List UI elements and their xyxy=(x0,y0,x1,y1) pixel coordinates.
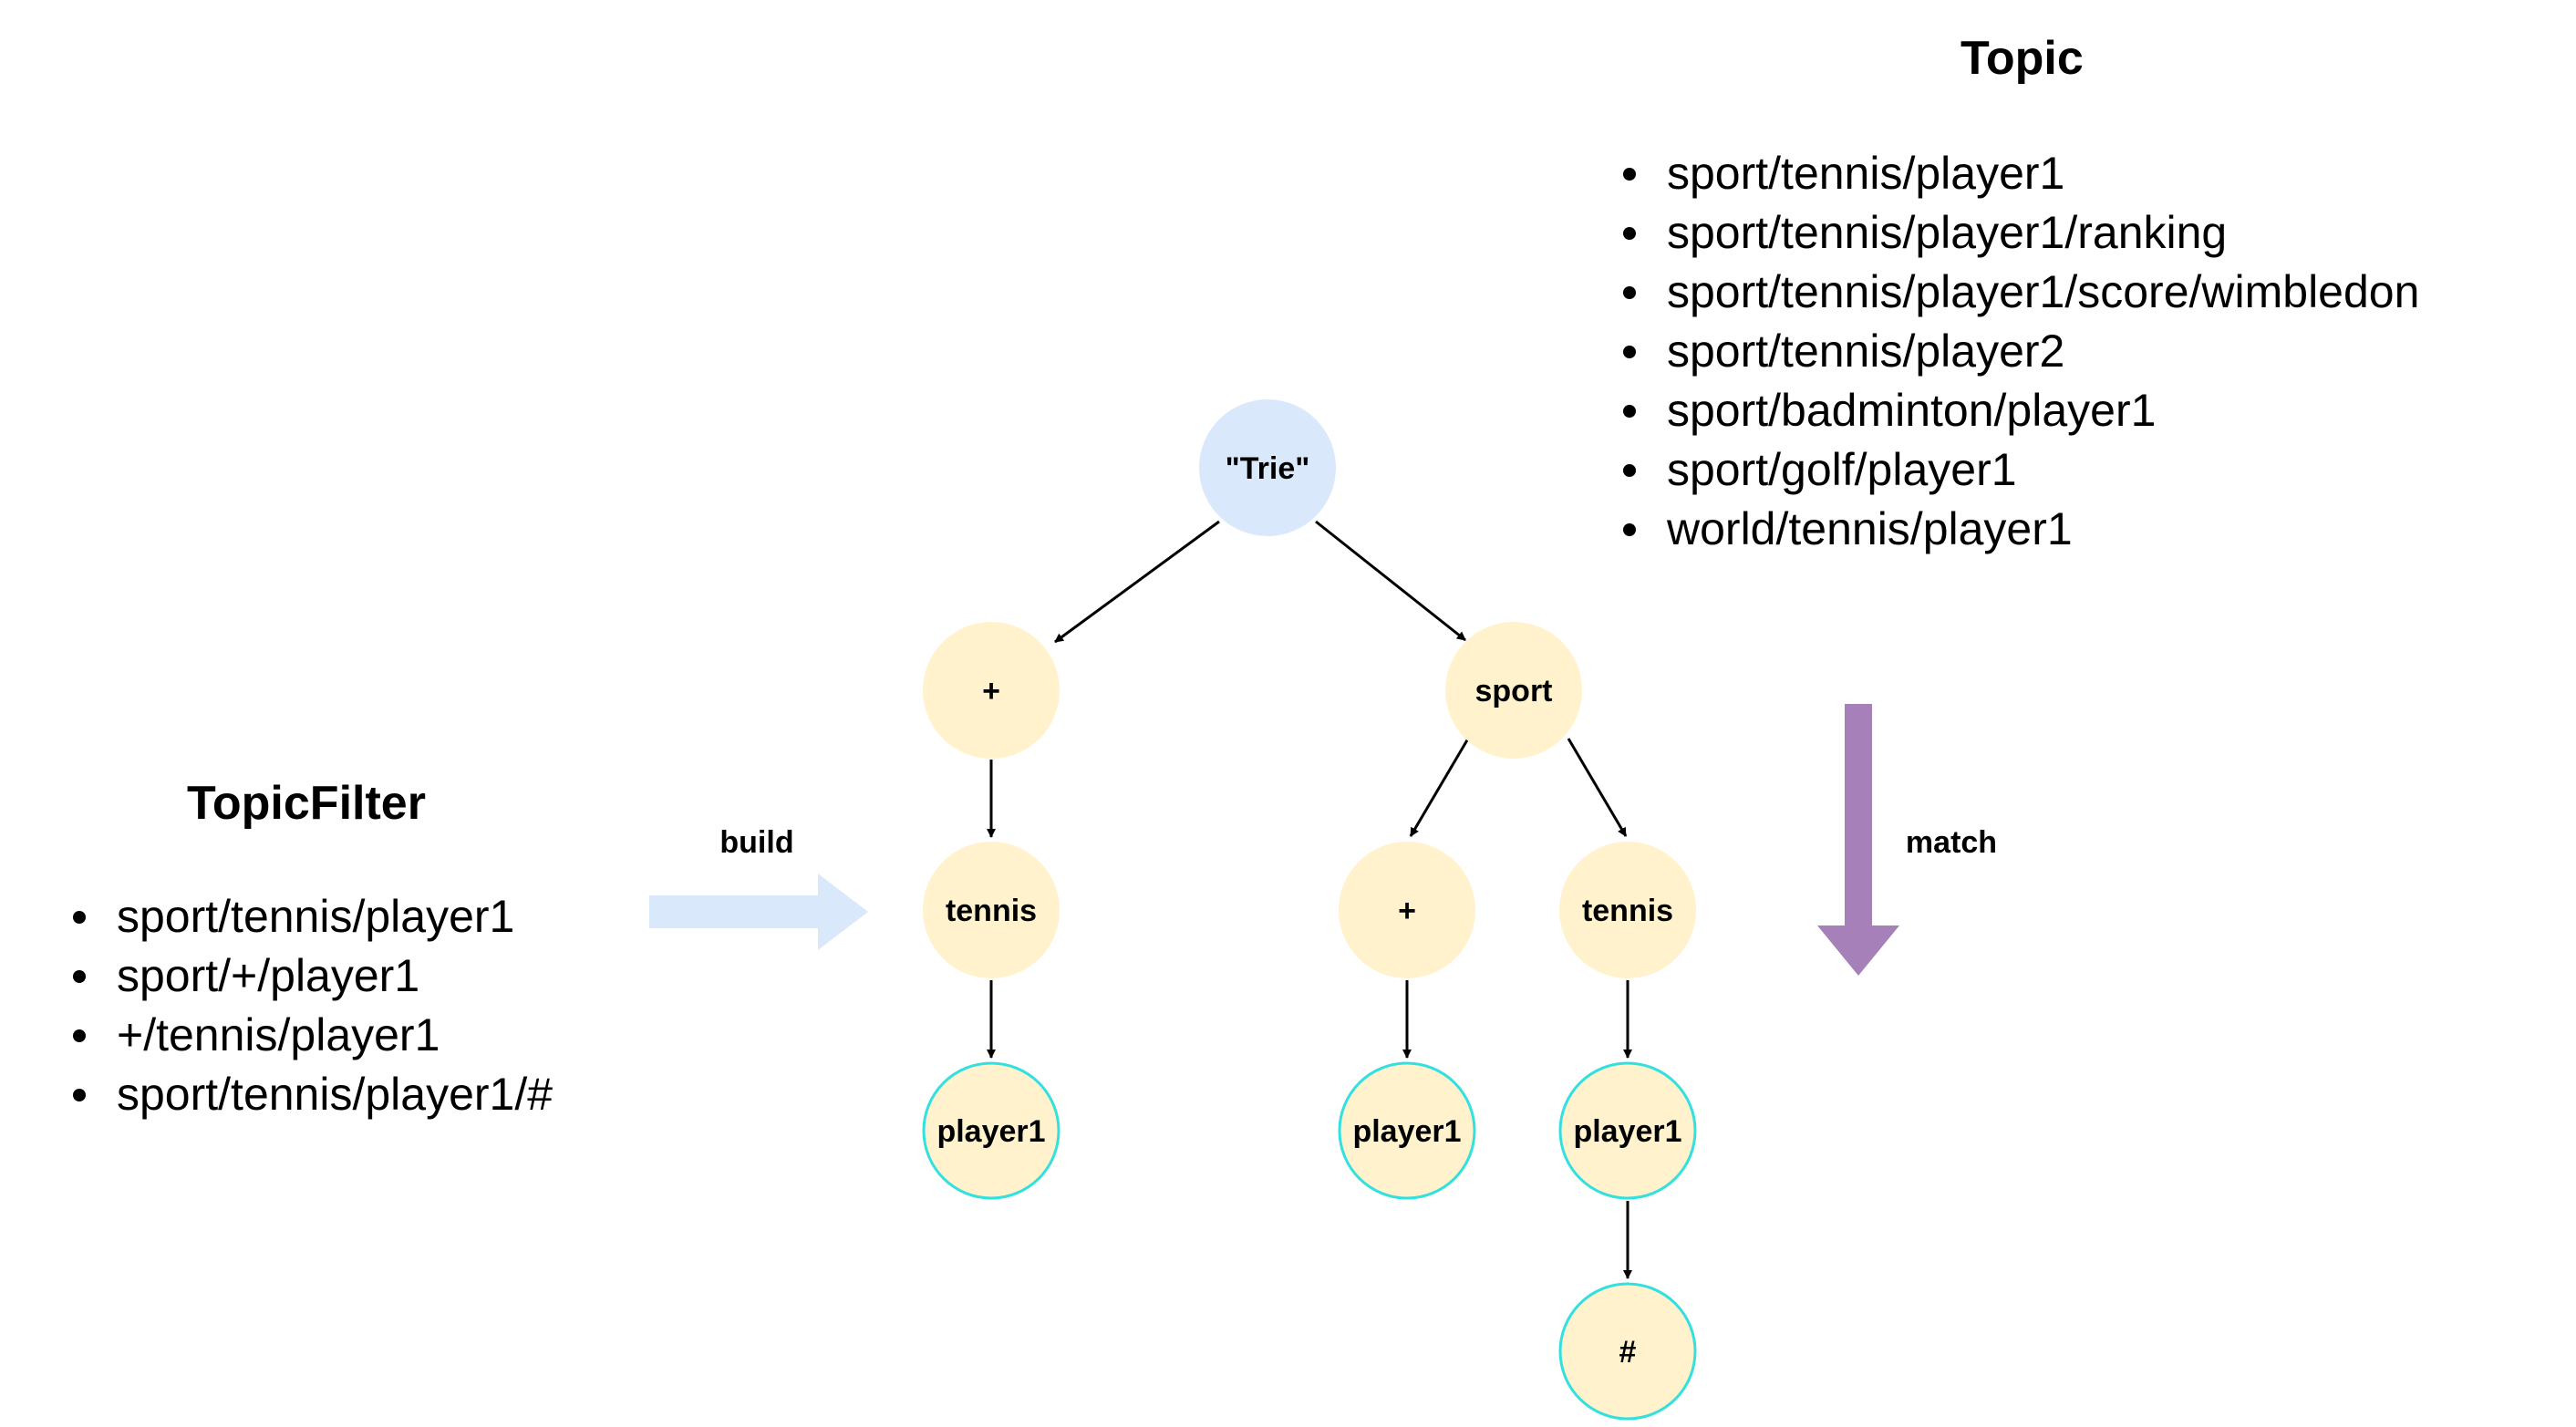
trie-node-plus: + xyxy=(923,622,1060,759)
match-label: match xyxy=(1906,825,1997,860)
svg-text:+: + xyxy=(1398,894,1416,928)
trie-node-tennis-right: tennis xyxy=(1559,842,1696,978)
edge-sport-tennis xyxy=(1567,738,1628,837)
topic-filter-list: sport/tennis/player1 sport/+/player1 +/t… xyxy=(64,887,553,1124)
list-item: +/tennis/player1 xyxy=(64,1006,553,1065)
edge-root-plus xyxy=(1054,520,1220,644)
svg-text:sport: sport xyxy=(1475,674,1553,708)
svg-text:+: + xyxy=(982,674,1000,708)
edge-root-sport xyxy=(1315,520,1466,642)
trie-node-root: "Trie" xyxy=(1199,399,1336,536)
svg-text:#: # xyxy=(1619,1335,1637,1370)
list-item: sport/tennis/player1 xyxy=(1614,144,2419,203)
trie-edges xyxy=(987,520,1632,1279)
list-item: sport/golf/player1 xyxy=(1614,440,2419,500)
svg-text:player1: player1 xyxy=(1352,1114,1461,1149)
list-item: sport/tennis/player2 xyxy=(1614,322,2419,381)
topic-title: Topic xyxy=(1960,32,2084,85)
svg-text:player1: player1 xyxy=(936,1114,1045,1149)
svg-text:tennis: tennis xyxy=(1582,894,1673,928)
list-item: sport/tennis/player1 xyxy=(64,887,553,946)
trie-node-sport: sport xyxy=(1445,622,1582,759)
trie-node-player1-right: player1 xyxy=(1558,1061,1697,1200)
list-item: sport/tennis/player1/# xyxy=(64,1065,553,1124)
build-arrow xyxy=(649,874,868,950)
list-item: sport/badminton/player1 xyxy=(1614,381,2419,440)
topic-filter-title: TopicFilter xyxy=(187,777,426,830)
build-label: build xyxy=(719,825,793,860)
list-item: sport/tennis/player1/score/wimbledon xyxy=(1614,263,2419,322)
edge-sport-plus xyxy=(1409,738,1470,837)
trie-node-plus-mid: + xyxy=(1339,842,1475,978)
svg-text:tennis: tennis xyxy=(946,894,1037,928)
svg-text:player1: player1 xyxy=(1573,1114,1681,1149)
trie-node-tennis: tennis xyxy=(923,842,1060,978)
trie-node-player1-mid: player1 xyxy=(1338,1061,1476,1200)
topic-list: sport/tennis/player1 sport/tennis/player… xyxy=(1614,144,2419,559)
list-item: sport/+/player1 xyxy=(64,946,553,1006)
trie-node-player1: player1 xyxy=(922,1061,1060,1200)
trie-node-hash: # xyxy=(1558,1282,1697,1421)
svg-text:"Trie": "Trie" xyxy=(1226,451,1310,486)
match-arrow xyxy=(1817,704,1899,976)
list-item: sport/tennis/player1/ranking xyxy=(1614,203,2419,263)
list-item: world/tennis/player1 xyxy=(1614,500,2419,559)
